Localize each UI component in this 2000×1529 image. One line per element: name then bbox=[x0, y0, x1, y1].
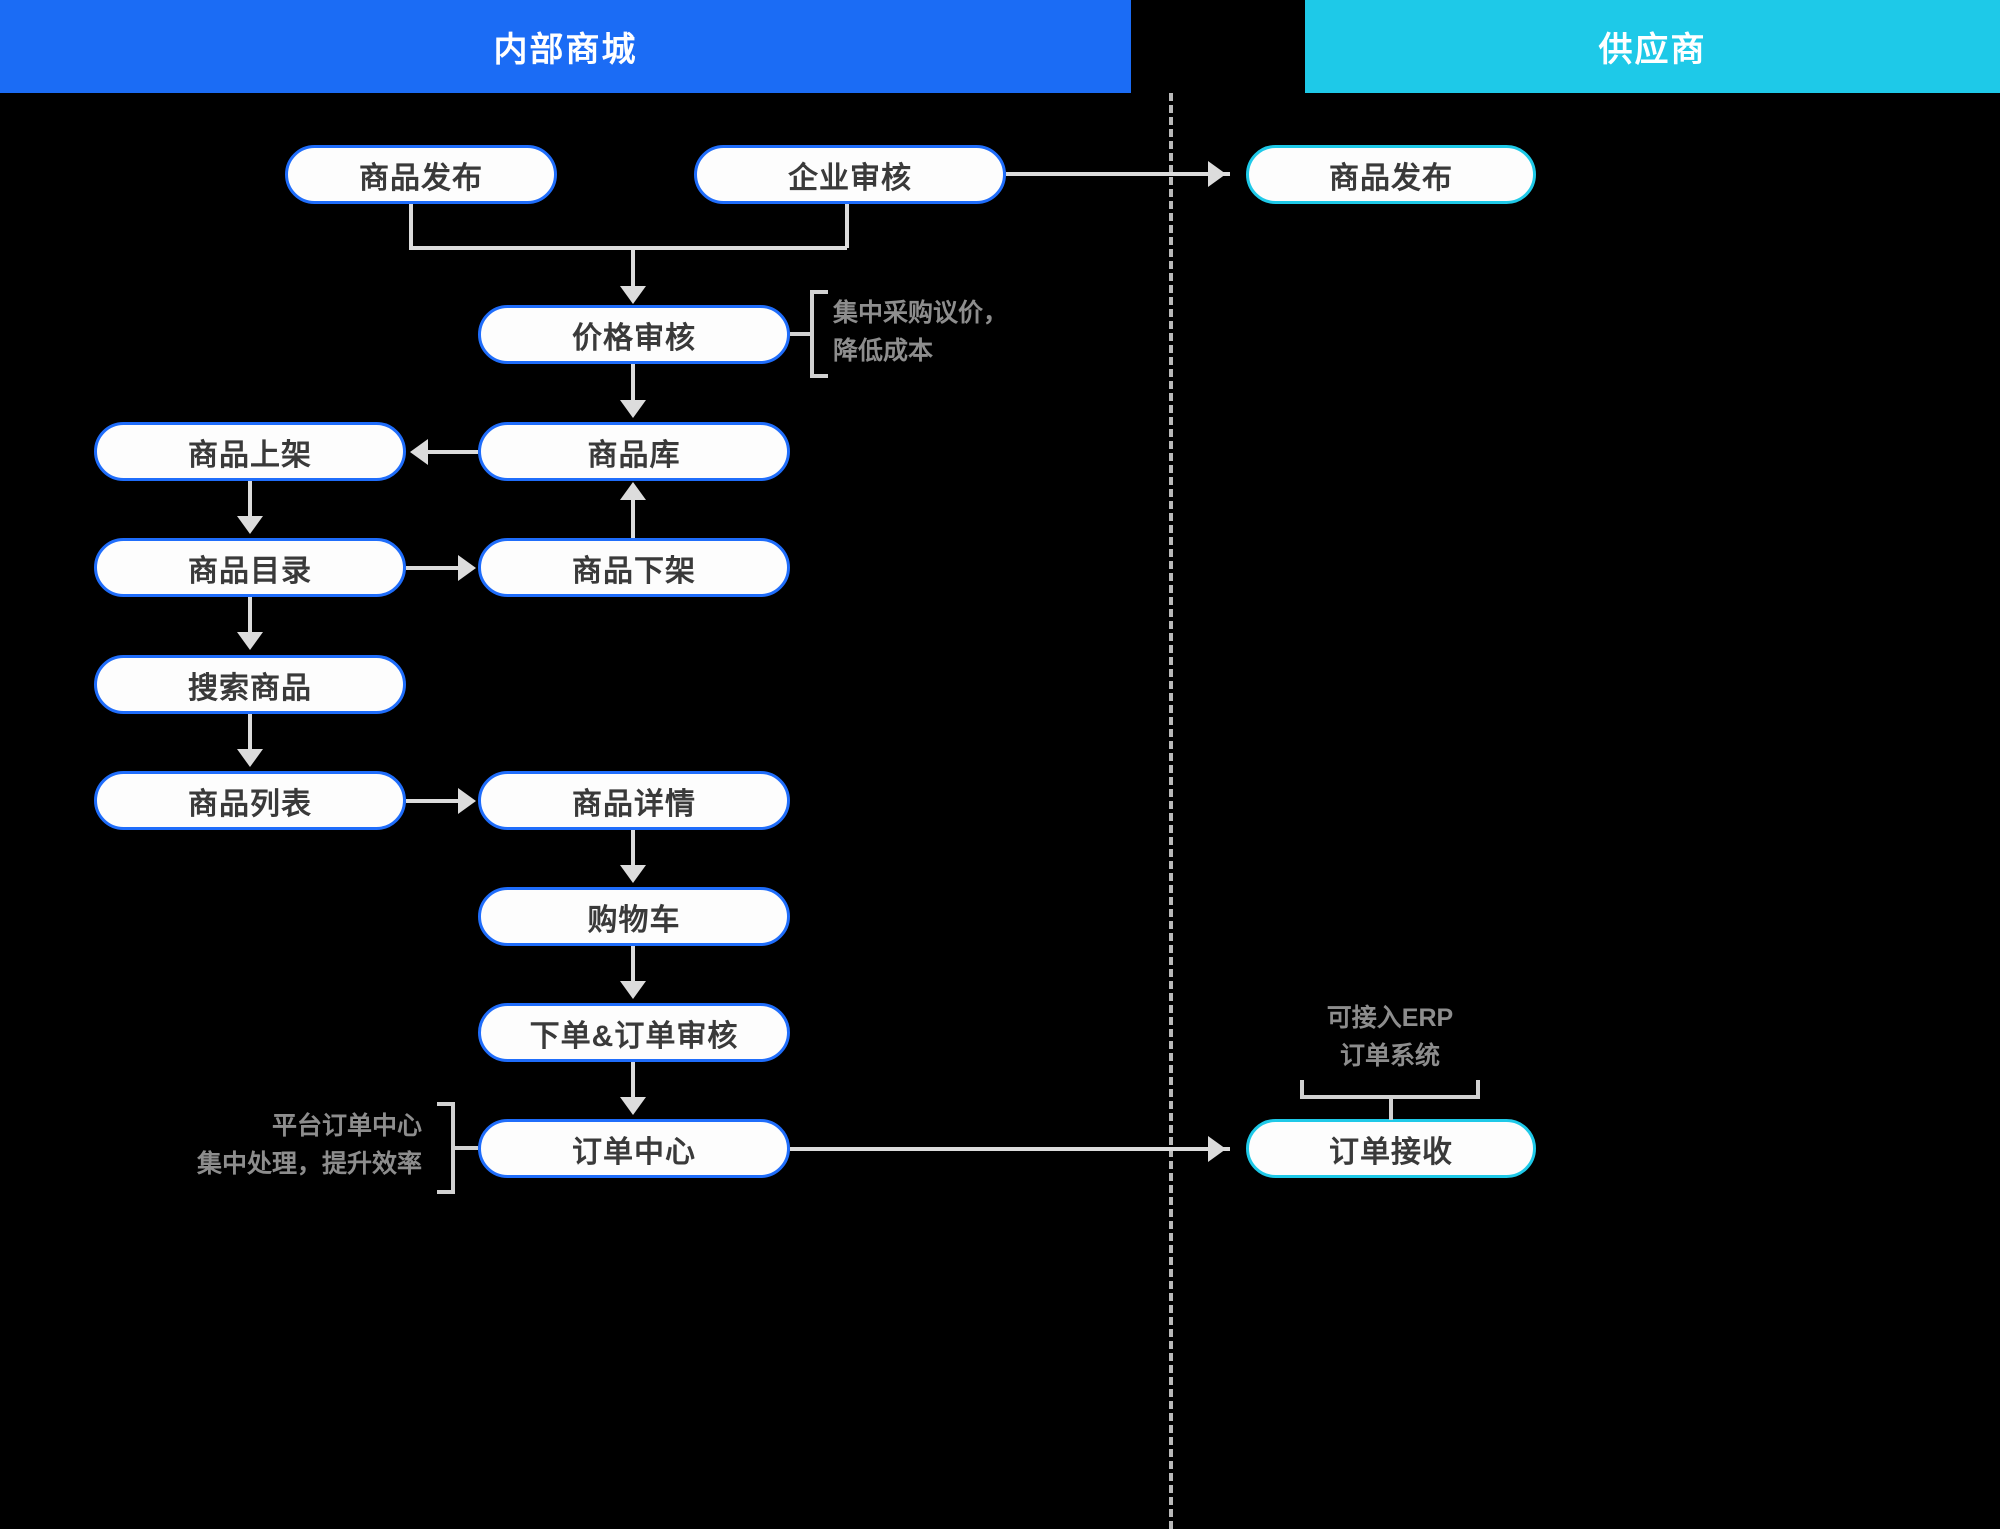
node-label: 下单&订单审核 bbox=[529, 1019, 739, 1053]
lane-divider-dashed-line bbox=[1169, 93, 1173, 1529]
node-product-detail[interactable]: 商品详情 bbox=[478, 771, 790, 830]
edge-arrowhead-down bbox=[620, 286, 646, 304]
node-product-catalog[interactable]: 商品目录 bbox=[94, 538, 406, 597]
edge-arrowhead-right bbox=[458, 555, 476, 581]
node-label: 商品列表 bbox=[188, 787, 312, 821]
edge-delist-to-library bbox=[631, 500, 635, 538]
node-product-publish-supplier[interactable]: 商品发布 bbox=[1246, 145, 1536, 204]
node-label: 商品库 bbox=[587, 438, 681, 472]
edge-arrowhead-down bbox=[620, 400, 646, 418]
node-label: 商品发布 bbox=[1329, 161, 1453, 195]
edge-arrowhead-down bbox=[237, 749, 263, 767]
edge-enterprise-review-to-supplier-publish bbox=[1006, 172, 1230, 176]
node-label: 商品详情 bbox=[572, 787, 696, 821]
annotation-tick-price-review bbox=[790, 332, 812, 336]
node-search-product[interactable]: 搜索商品 bbox=[94, 655, 406, 714]
annotation-bracket-price-review bbox=[810, 290, 828, 378]
node-label: 订单接收 bbox=[1329, 1135, 1453, 1169]
annotation-tick-order-receive bbox=[1389, 1098, 1393, 1120]
node-label: 购物车 bbox=[587, 903, 681, 937]
node-product-publish-internal[interactable]: 商品发布 bbox=[285, 145, 557, 204]
node-label: 企业审核 bbox=[788, 161, 912, 195]
edge-arrowhead-down bbox=[237, 516, 263, 534]
edge-library-to-listing bbox=[428, 450, 478, 454]
edge-listing-to-catalog bbox=[248, 481, 252, 520]
edge-arrowhead-right bbox=[458, 788, 476, 814]
node-label: 商品上架 bbox=[188, 438, 312, 472]
node-product-delist[interactable]: 商品下架 bbox=[478, 538, 790, 597]
node-label: 搜索商品 bbox=[188, 671, 312, 705]
node-label: 订单中心 bbox=[572, 1135, 696, 1169]
edge-price-review-to-product-library bbox=[631, 364, 635, 404]
node-order-center[interactable]: 订单中心 bbox=[478, 1119, 790, 1178]
edge-arrowhead-right bbox=[1208, 1136, 1226, 1162]
edge-arrowhead-down bbox=[237, 632, 263, 650]
edge-catalog-to-delist bbox=[406, 566, 460, 570]
node-place-order-and-review[interactable]: 下单&订单审核 bbox=[478, 1003, 790, 1062]
lane-header-internal-mall-label: 内部商城 bbox=[493, 31, 638, 69]
annotation-bracket-order-center bbox=[437, 1102, 455, 1194]
node-order-receive[interactable]: 订单接收 bbox=[1246, 1119, 1536, 1178]
node-enterprise-review[interactable]: 企业审核 bbox=[694, 145, 1006, 204]
edge-arrowhead-right bbox=[1208, 161, 1226, 187]
edge-detail-to-cart bbox=[631, 830, 635, 869]
annotation-order-receive-text: 可接入ERP 订单系统 bbox=[1326, 1004, 1454, 1070]
annotation-bracket-order-receive bbox=[1300, 1080, 1480, 1099]
edge-publish-down-stub bbox=[409, 204, 413, 248]
edge-cart-to-order-submit bbox=[631, 946, 635, 985]
edge-arrowhead-down bbox=[620, 1097, 646, 1115]
edge-order-submit-to-order-center bbox=[631, 1062, 635, 1101]
edge-search-to-list bbox=[248, 714, 252, 753]
edge-arrowhead-down bbox=[620, 865, 646, 883]
edge-enterprise-down-stub bbox=[845, 204, 849, 248]
node-product-library[interactable]: 商品库 bbox=[478, 422, 790, 481]
edge-arrowhead-down bbox=[620, 981, 646, 999]
node-product-listing[interactable]: 商品上架 bbox=[94, 422, 406, 481]
edge-list-to-detail bbox=[406, 799, 460, 803]
lane-header-supplier: 供应商 bbox=[1305, 0, 2000, 93]
node-label: 商品目录 bbox=[188, 554, 312, 588]
edge-merge-horizontal bbox=[409, 246, 847, 250]
lane-header-supplier-label: 供应商 bbox=[1598, 31, 1707, 69]
node-label: 价格审核 bbox=[572, 321, 696, 355]
edge-order-center-to-order-receive bbox=[790, 1147, 1230, 1151]
annotation-price-review-text: 集中采购议价， 降低成本 bbox=[833, 299, 1009, 365]
edge-merge-down-to-price-review bbox=[631, 246, 635, 290]
node-shopping-cart[interactable]: 购物车 bbox=[478, 887, 790, 946]
edge-arrowhead-up bbox=[620, 482, 646, 500]
annotation-order-center-text: 平台订单中心 集中处理，提升效率 bbox=[196, 1112, 422, 1178]
node-label: 商品下架 bbox=[572, 554, 696, 588]
edge-catalog-to-search bbox=[248, 597, 252, 636]
edge-arrowhead-left bbox=[410, 439, 428, 465]
lane-header-internal-mall: 内部商城 bbox=[0, 0, 1131, 93]
annotation-tick-order-center bbox=[455, 1146, 478, 1150]
node-price-review[interactable]: 价格审核 bbox=[478, 305, 790, 364]
node-product-list[interactable]: 商品列表 bbox=[94, 771, 406, 830]
node-label: 商品发布 bbox=[359, 161, 483, 195]
